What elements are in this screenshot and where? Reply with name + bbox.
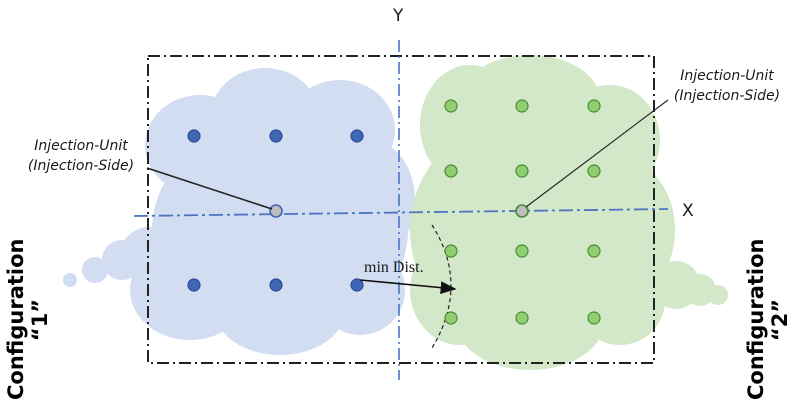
right-injection-unit-label: Injection-Unit (Injection-Side) bbox=[662, 66, 792, 106]
left-cloud bbox=[63, 68, 415, 355]
min-distance-label: min Dist. bbox=[364, 259, 424, 277]
left-dot bbox=[351, 130, 363, 142]
configuration-2-label: Configuration “2” bbox=[744, 240, 792, 400]
right-dot bbox=[588, 100, 600, 112]
left-dot bbox=[188, 279, 200, 291]
right-dot bbox=[445, 100, 457, 112]
x-axis-label: X bbox=[682, 201, 694, 221]
y-axis-label: Y bbox=[393, 6, 403, 26]
right-dot bbox=[588, 245, 600, 257]
right-dot bbox=[588, 312, 600, 324]
configuration-1-label: Configuration “1” bbox=[4, 240, 52, 400]
left-injection-unit-title: Injection-Unit bbox=[16, 136, 146, 156]
configuration-1-number: “1” bbox=[28, 240, 52, 400]
right-dot bbox=[516, 312, 528, 324]
right-injection-unit-side: (Injection-Side) bbox=[662, 86, 792, 106]
left-dot bbox=[270, 130, 282, 142]
right-dot bbox=[516, 100, 528, 112]
left-dot bbox=[270, 279, 282, 291]
right-dot bbox=[516, 245, 528, 257]
right-dot bbox=[516, 165, 528, 177]
configuration-2-word: Configuration bbox=[744, 240, 768, 400]
left-injection-unit-dot bbox=[270, 205, 282, 217]
left-injection-unit-side: (Injection-Side) bbox=[16, 156, 146, 176]
configuration-2-number: “2” bbox=[768, 240, 792, 400]
right-dot bbox=[588, 165, 600, 177]
left-injection-unit-label: Injection-Unit (Injection-Side) bbox=[16, 136, 146, 176]
right-dot bbox=[445, 165, 457, 177]
configuration-1-word: Configuration bbox=[4, 240, 28, 400]
left-dot bbox=[188, 130, 200, 142]
right-dot bbox=[445, 245, 457, 257]
right-dot bbox=[445, 312, 457, 324]
right-injection-unit-title: Injection-Unit bbox=[662, 66, 792, 86]
